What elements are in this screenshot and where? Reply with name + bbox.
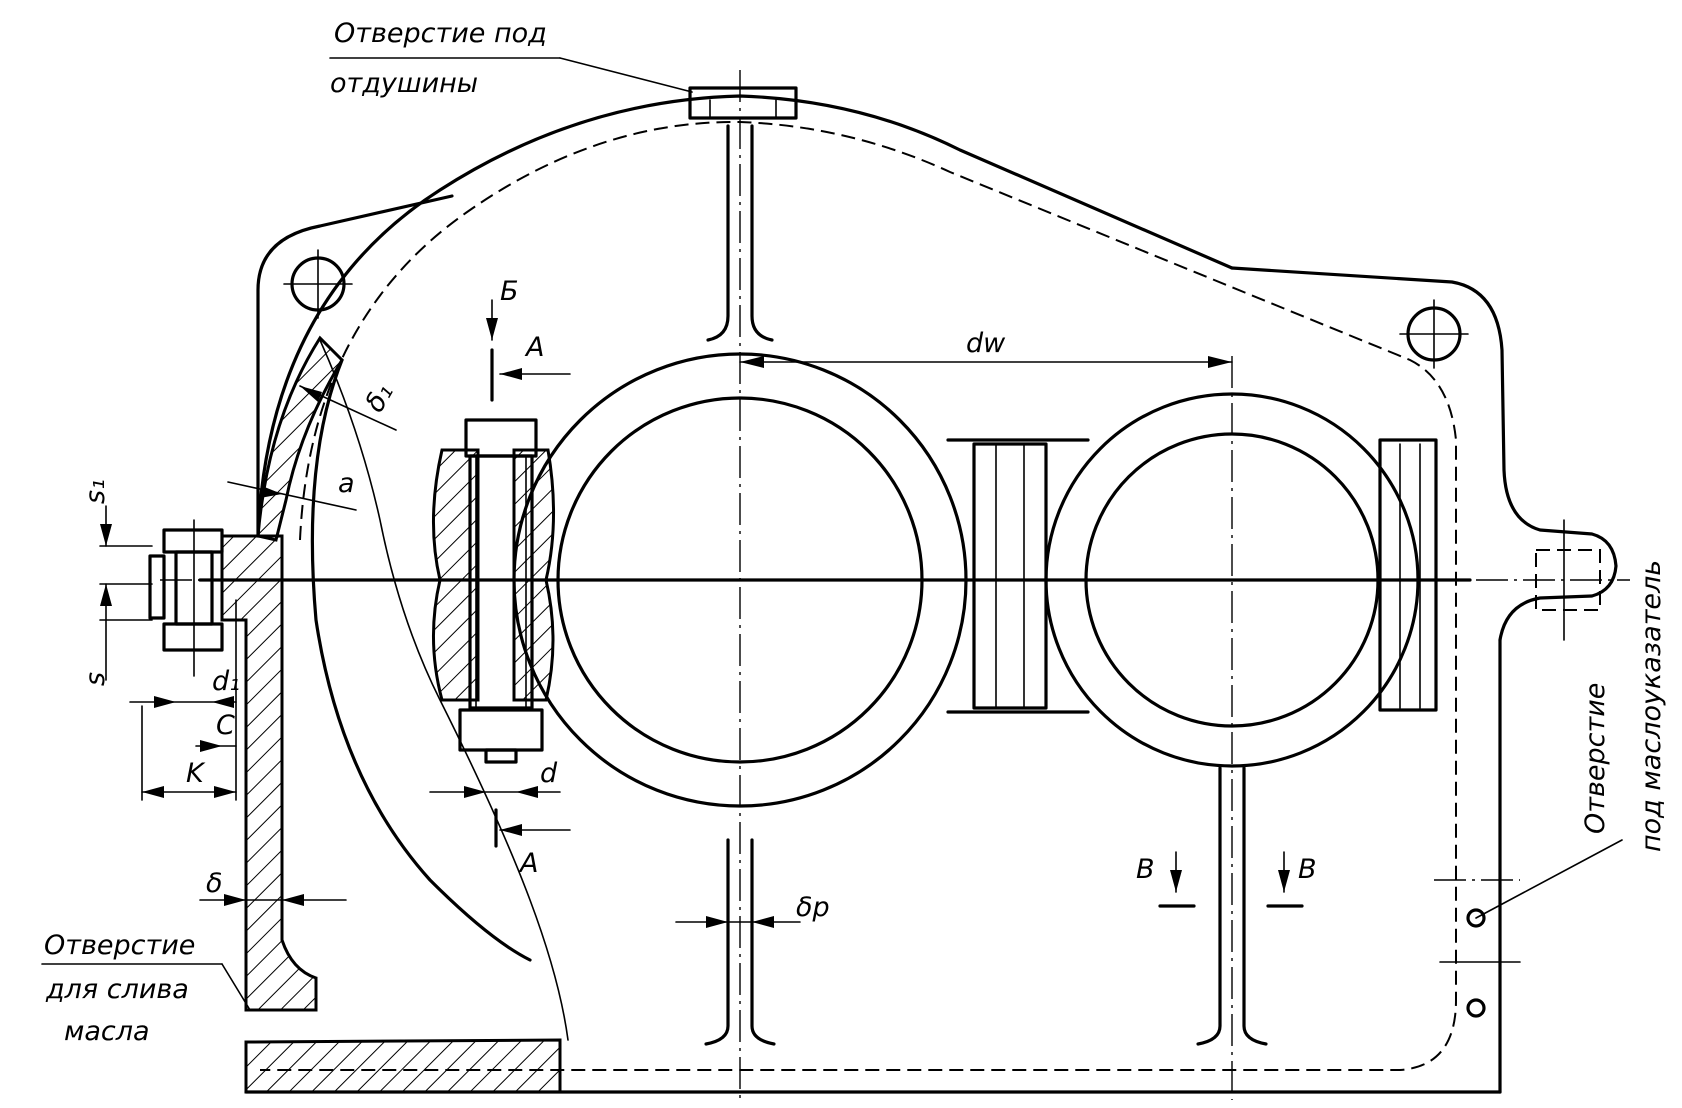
label-s: s — [80, 672, 111, 686]
housing-outline — [198, 94, 1618, 1094]
left-flange-section — [220, 534, 284, 582]
section-markers — [486, 299, 1304, 908]
label-delta1: δ₁ — [359, 378, 400, 417]
oil-wall-curve — [310, 358, 532, 962]
right-cover-lug — [1230, 266, 1618, 642]
note-gauge: Отверстие под маслоуказатель — [1580, 560, 1667, 852]
cover-outer-contour — [256, 94, 1234, 538]
bearing-bridge — [946, 438, 1438, 714]
dimension-labels: s₁ s δ₁ a d₁ C K δ δp d dw Б A A B B — [80, 276, 1317, 923]
note-vent: Отверстие под отдушины — [330, 18, 547, 99]
label-section-b: Б — [500, 276, 519, 307]
note-drain: Отверстие для слива масла — [44, 930, 195, 1047]
note-vent-line-1: Отверстие под — [334, 18, 547, 49]
note-drain-line-1: Отверстие — [44, 930, 195, 961]
flange-bolt-main — [432, 418, 555, 764]
mounting-hole-left — [283, 249, 353, 319]
break-line — [319, 339, 569, 1041]
label-delta: δ — [206, 868, 223, 899]
label-section-a-top: A — [524, 332, 544, 363]
label-section-v-right: B — [1298, 854, 1317, 885]
ribs — [704, 124, 1268, 1046]
inner-contour-dashed — [260, 120, 1457, 1071]
left-wall-section — [220, 578, 318, 1012]
label-s1: s₁ — [80, 479, 111, 504]
label-d1: d₁ — [212, 666, 240, 697]
label-section-v-left: B — [1136, 854, 1155, 885]
label-c: C — [216, 710, 235, 741]
note-drain-line-2: для слива — [45, 974, 189, 1005]
cover-wall-section — [256, 335, 344, 542]
label-a: a — [338, 468, 355, 499]
label-d: d — [540, 758, 558, 789]
mounting-hole-right — [1399, 299, 1469, 369]
axis-lines — [160, 70, 1630, 1100]
dimension-lines — [99, 356, 1233, 928]
label-dw: dw — [966, 328, 1006, 359]
note-vent-line-2: отдушины — [330, 68, 478, 99]
left-cover-lug — [256, 194, 454, 538]
label-k: K — [186, 758, 206, 789]
note-leaders — [41, 57, 1623, 1018]
note-drain-line-3: масла — [64, 1016, 150, 1047]
label-delta-p: δp — [796, 892, 830, 923]
flange-bolt-small — [148, 519, 224, 677]
base-section — [244, 1038, 562, 1094]
label-section-a-bottom: A — [518, 848, 538, 879]
note-gauge-line-2: под маслоуказатель — [1636, 560, 1667, 852]
note-gauge-line-1: Отверстие — [1580, 683, 1611, 834]
vent-boss — [688, 86, 798, 120]
